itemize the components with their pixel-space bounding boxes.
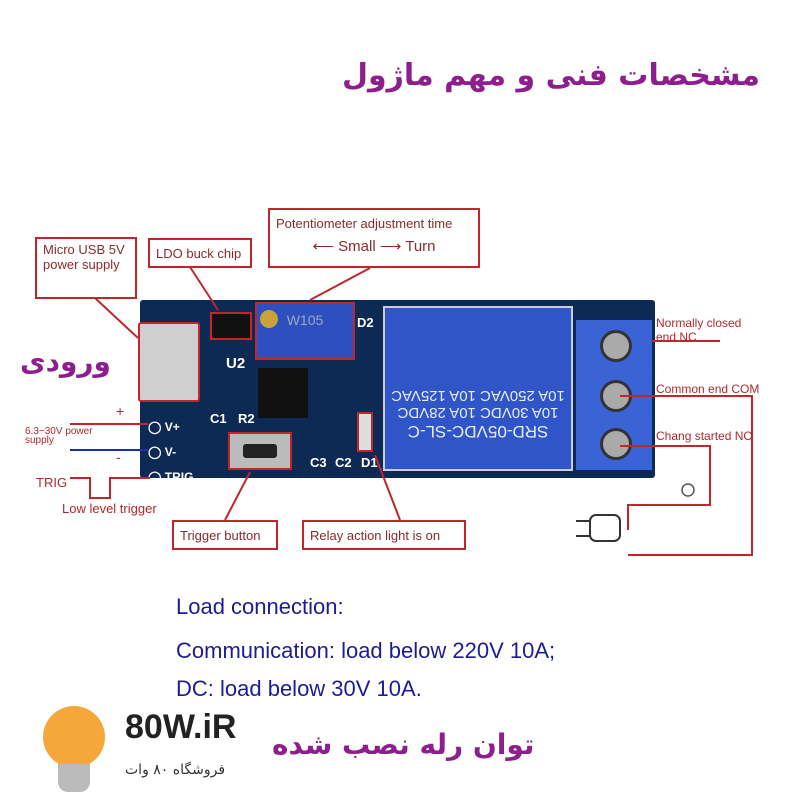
bottom-persian: توان رله نصب شده <box>272 728 535 761</box>
label-minus: - <box>116 449 121 465</box>
label-supply: 6.3~30V power supply <box>25 426 93 446</box>
notes-heading: Load connection: <box>176 594 344 619</box>
notes-line2: DC: load below 30V 10A. <box>176 676 422 701</box>
logo-tagline: فروشگاه ۸۰ وات <box>125 762 226 778</box>
label-trigger-button: Trigger button <box>172 520 278 550</box>
silk-d1: D1 <box>361 455 378 470</box>
label-trig: TRIG <box>36 475 68 490</box>
led-d1 <box>357 412 373 452</box>
pin-trig: ◯ TRIG <box>148 470 194 484</box>
pin-labels: ◯ V+ ◯ V- ◯ TRIG <box>148 415 193 490</box>
label-nc: Normally closed end NC <box>656 316 742 344</box>
label-potentiometer: Potentiometer adjustment time ⟵ Small ⟶ … <box>268 208 480 268</box>
trigger-button-switch[interactable] <box>228 432 292 470</box>
title-persian: مشخصات فنی و مهم ماژول <box>341 58 760 93</box>
ic-chip <box>258 368 308 418</box>
pin-vplus: ◯ V+ <box>148 420 180 434</box>
terminal-screw-no[interactable] <box>600 428 632 460</box>
silk-r2: R2 <box>238 411 255 426</box>
label-plus: + <box>116 403 125 419</box>
silk-c1: C1 <box>210 411 227 426</box>
ldo-chip <box>210 312 252 340</box>
silk-c2: C2 <box>335 455 352 470</box>
lightbulb-icon <box>43 706 105 768</box>
pot-title: Potentiometer adjustment time <box>276 216 453 231</box>
plug-icon <box>576 514 621 542</box>
notes-line1: Communication: load below 220V 10A; <box>176 638 556 663</box>
silk-u2: U2 <box>226 355 246 372</box>
label-no: Chang started NO <box>656 429 753 443</box>
terminal-screw-nc[interactable] <box>600 330 632 362</box>
label-ldo: LDO buck chip <box>148 238 252 268</box>
label-low-level: Low level trigger <box>62 501 157 516</box>
logo-brand: 80W.iR <box>125 708 237 746</box>
bulb-icon <box>681 483 695 497</box>
label-relay-light: Relay action light is on <box>302 520 466 550</box>
label-micro-usb: Micro USB 5V power supply <box>35 237 137 299</box>
pin-vminus: ◯ V- <box>148 445 177 459</box>
pot-direction: ⟵ Small ⟶ Turn <box>312 238 436 255</box>
micro-usb-port <box>138 322 200 402</box>
pot-screw <box>260 310 278 328</box>
label-input-persian: ورودی <box>20 345 111 378</box>
pot-mark: W105 <box>286 312 324 328</box>
label-com: Common end COM <box>656 382 760 396</box>
silk-d2: D2 <box>357 315 374 330</box>
silk-c3: C3 <box>310 455 327 470</box>
logo: 80W.iR فروشگاه ۸۰ وات <box>25 700 265 800</box>
